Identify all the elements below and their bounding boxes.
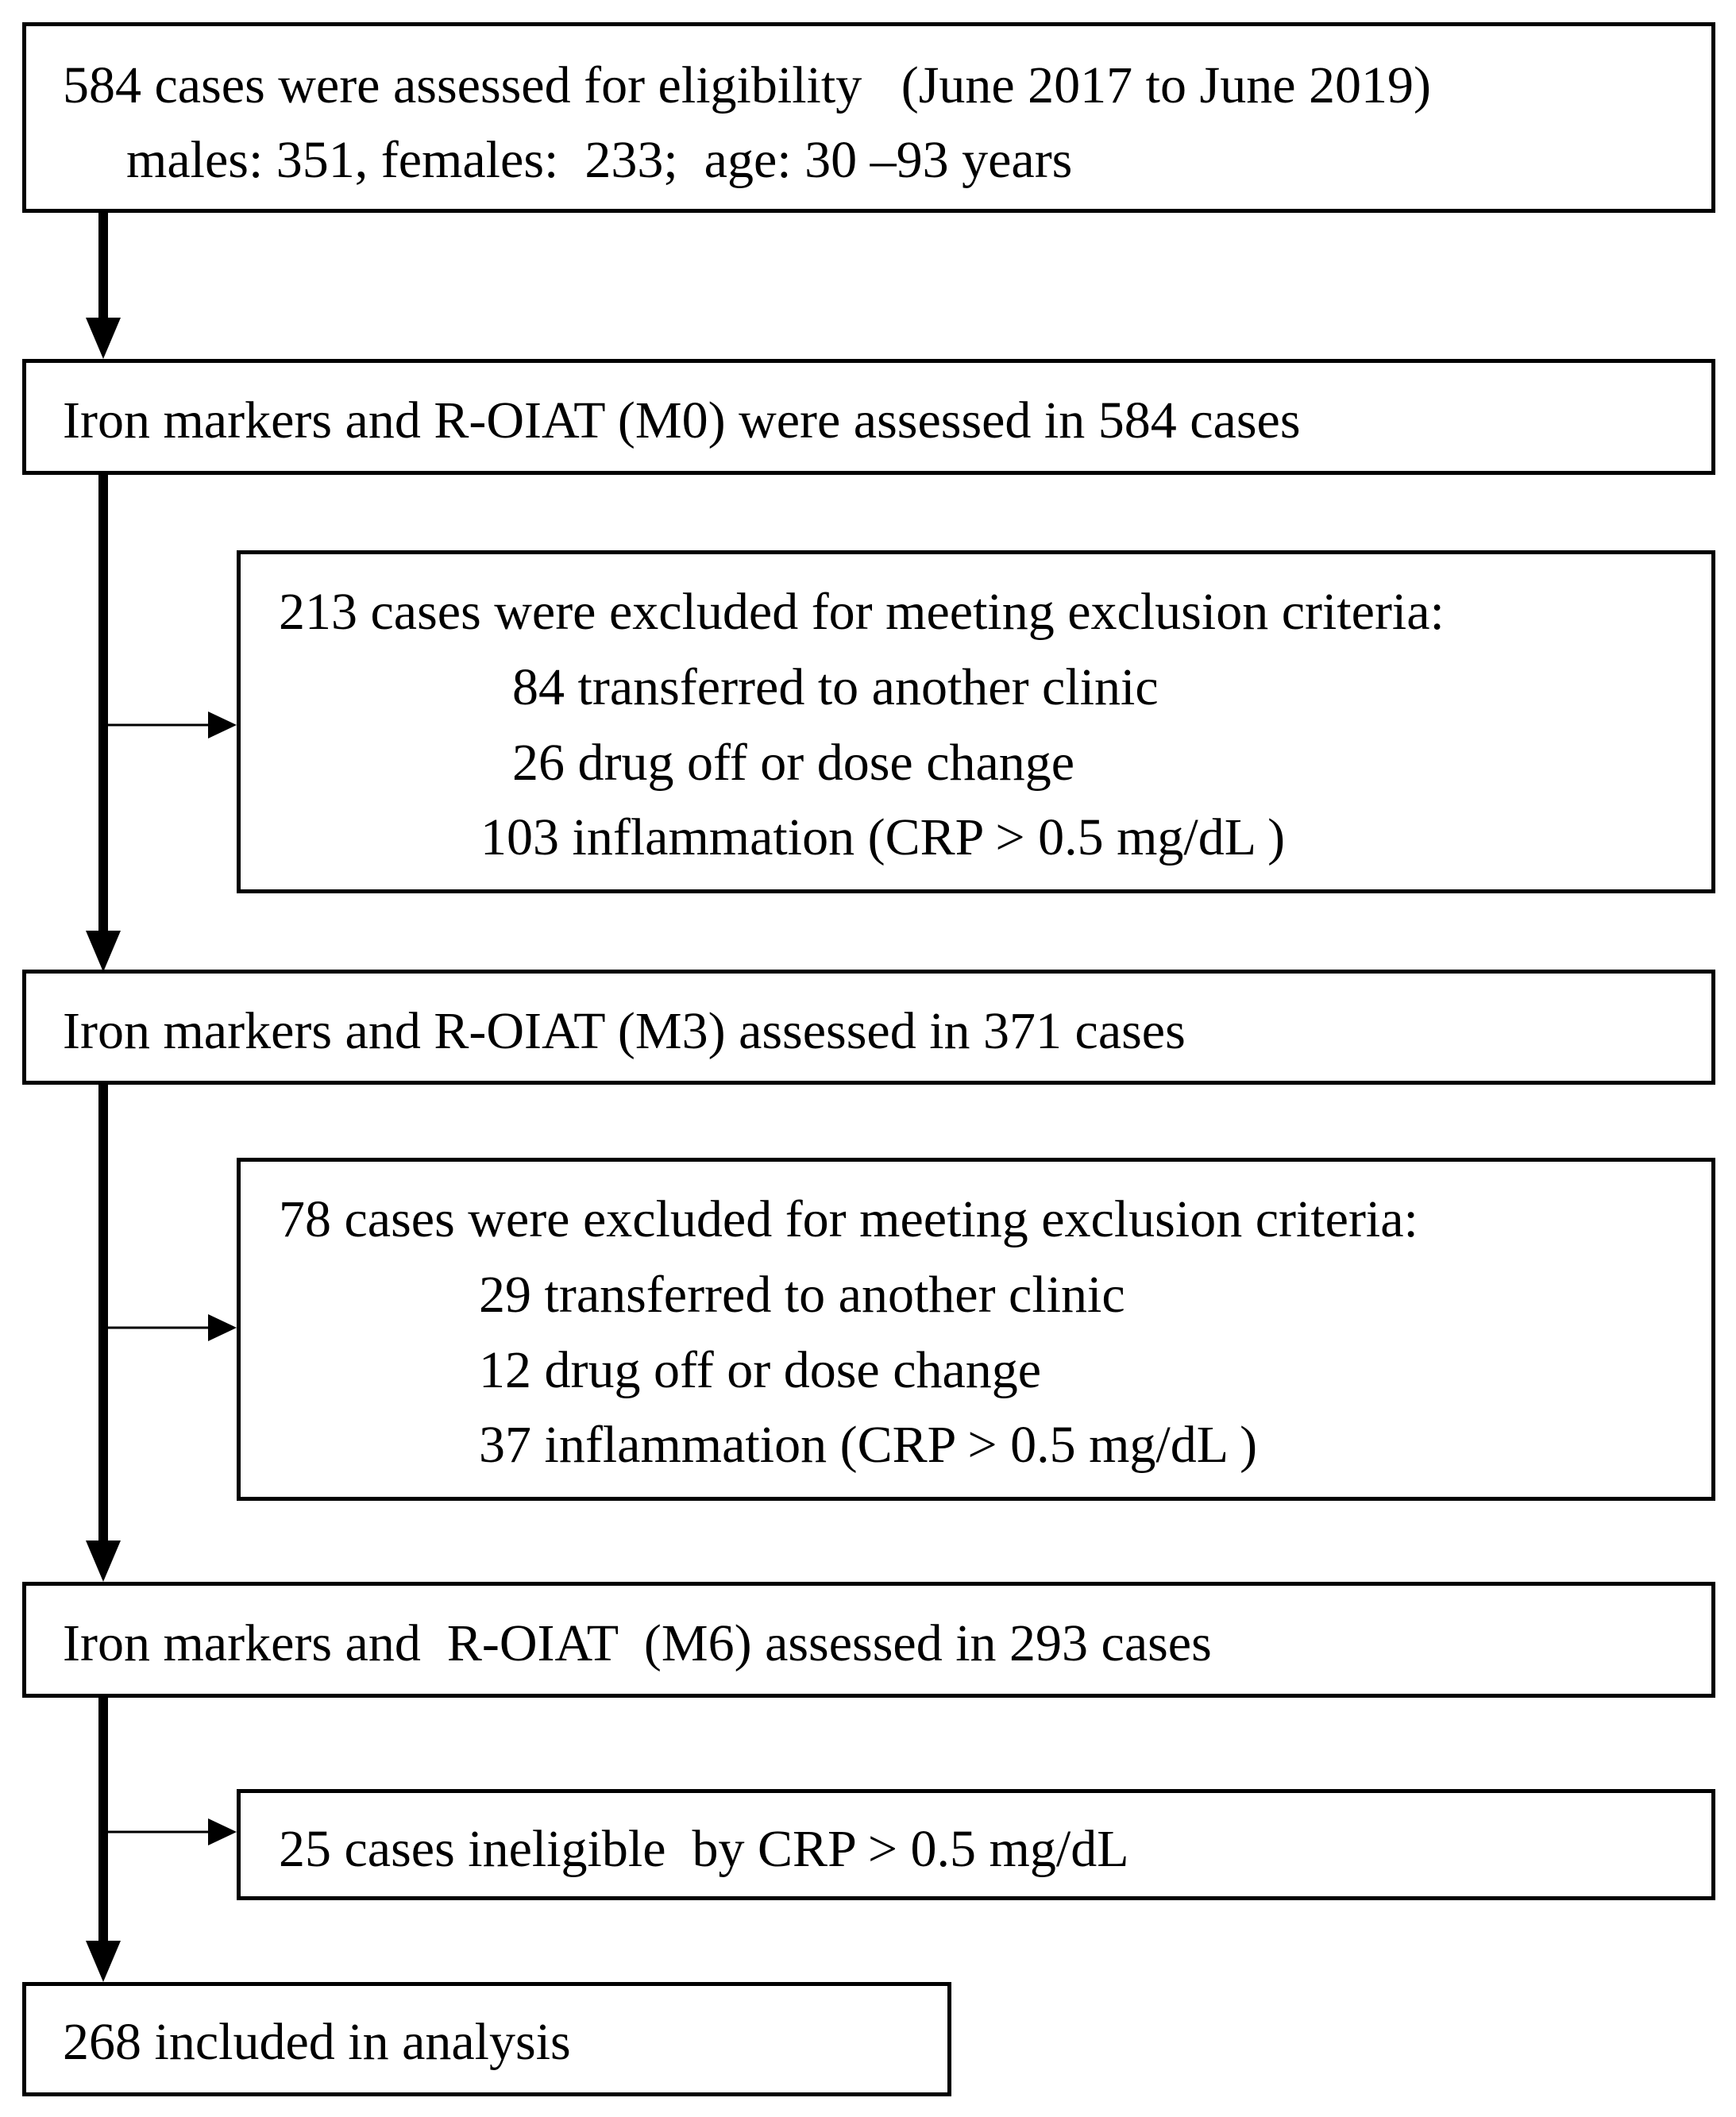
eligibility-line-2: males: 351, females: 233; age: 30 –93 ye… [126,131,1073,189]
exclusion1-box: 213 cases were excluded for meeting excl… [237,550,1715,893]
eligibility-line-1: 584 cases were assessed for eligibility … [63,56,1431,114]
m3-assessment-text: Iron markers and R-OIAT (M3) assessed in… [63,1002,1186,1060]
m6-assessment-box: Iron markers and R-OIAT (M6) assessed in… [22,1582,1715,1698]
exclusion1-drug-off: 26 drug off or dose change [512,734,1075,792]
ineligible-box: 25 cases ineligible by CRP > 0.5 mg/dL [237,1789,1715,1900]
main-arrowhead-2 [86,931,121,972]
ineligible-branch-arrowhead [208,1818,237,1845]
analysis-box: 268 included in analysis [22,1982,951,2096]
m6-assessment-text: Iron markers and R-OIAT (M6) assessed in… [63,1614,1212,1672]
main-arrowhead-1 [86,318,121,359]
exclusion2-transferred: 29 transferred to another clinic [479,1266,1125,1324]
ineligible-text: 25 cases ineligible by CRP > 0.5 mg/dL [279,1820,1129,1878]
exclusion2-branch-arrowhead [208,1314,237,1341]
exclusion2-header: 78 cases were excluded for meeting exclu… [279,1190,1418,1248]
exclusion1-transferred: 84 transferred to another clinic [512,658,1159,716]
m0-assessment-text: Iron markers and R-OIAT (M0) were assess… [63,391,1301,449]
exclusion1-inflammation: 103 inflammation (CRP > 0.5 mg/dL ) [480,808,1286,866]
exclusion1-branch-arrowhead [208,711,237,738]
main-arrowhead-4 [86,1941,121,1982]
m0-assessment-box: Iron markers and R-OIAT (M0) were assess… [22,359,1715,475]
m3-assessment-box: Iron markers and R-OIAT (M3) assessed in… [22,970,1715,1085]
exclusion2-drug-off: 12 drug off or dose change [479,1341,1042,1399]
exclusion2-inflammation: 37 inflammation (CRP > 0.5 mg/dL ) [479,1416,1258,1474]
analysis-text: 268 included in analysis [63,2013,571,2071]
main-arrowhead-3 [86,1541,121,1582]
eligibility-box: 584 cases were assessed for eligibility … [22,22,1715,213]
exclusion2-box: 78 cases were excluded for meeting exclu… [237,1158,1715,1501]
exclusion1-header: 213 cases were excluded for meeting excl… [279,583,1445,641]
